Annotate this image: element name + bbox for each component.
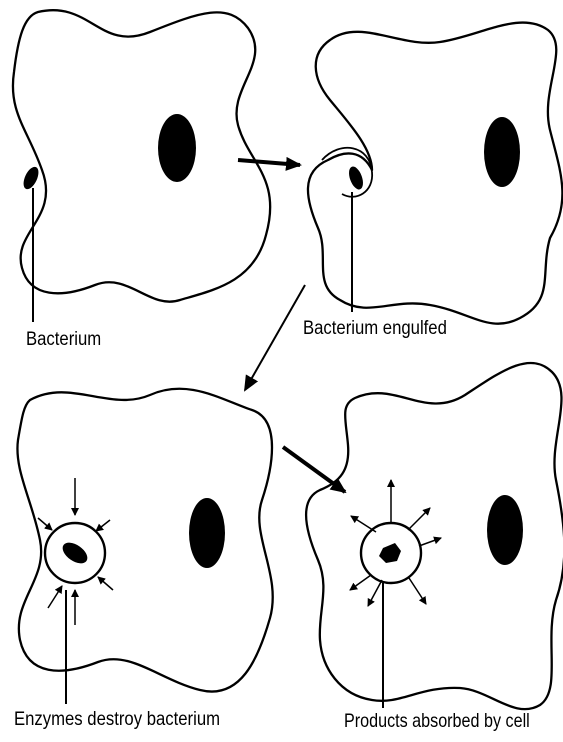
stage3-nucleus [189,498,225,568]
stage3-panel: Enzymes destroy bacterium [14,389,273,729]
stage1-nucleus [158,114,196,182]
stage1-cell-membrane [13,10,270,302]
stage1-bacterium [20,165,41,192]
stage2-label: Bacterium engulfed [303,317,447,338]
stage2-panel: Bacterium engulfed [303,23,562,339]
stage2-bacterium [346,165,365,192]
arrow-stage3-to-stage4 [283,447,345,492]
stage4-cell-membrane [306,363,563,709]
stage4-label: Products absorbed by cell [344,710,530,732]
stage3-cell-membrane [17,389,272,692]
stage4-nucleus [487,495,523,565]
arrow-stage2-to-stage3 [245,285,305,390]
stage2-nucleus [484,117,520,187]
stage4-bacterium-fragments [379,543,401,563]
arrow-stage1-to-stage2 [238,160,300,165]
stage1-panel: Bacterium [13,10,270,349]
stage3-bacterium [59,538,91,567]
stage4-panel: Products absorbed by cell [306,363,563,731]
stage2-engulfing-pseudopod [322,148,372,197]
stage1-label: Bacterium [26,328,101,349]
stage3-label: Enzymes destroy bacterium [14,708,220,729]
stage2-cell-membrane [308,23,562,324]
